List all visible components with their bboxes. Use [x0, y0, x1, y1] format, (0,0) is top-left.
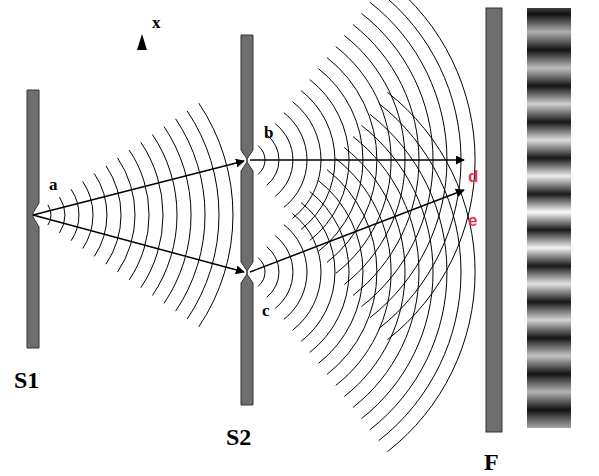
barrier-label: S2	[226, 425, 251, 449]
wavefront-arc	[275, 236, 293, 308]
wavefront-arc	[164, 127, 191, 304]
screen-f	[486, 8, 502, 432]
wavefront-arc	[344, 148, 405, 397]
screen-label: F	[484, 450, 499, 474]
slit-label: b	[264, 124, 273, 141]
wavefront-arc	[387, 92, 475, 451]
wavefront-arc	[362, 125, 434, 418]
wavefront-arc	[71, 189, 79, 240]
barrier-s1	[27, 90, 39, 348]
wavefront-arc	[94, 174, 107, 257]
wavefront-arc	[141, 142, 163, 287]
ray-c-e	[250, 190, 464, 272]
wavefront-arc	[387, 0, 475, 340]
wavefront-arc	[310, 192, 349, 353]
wavefront-arc	[379, 103, 461, 440]
wavefront-arc	[83, 181, 93, 248]
wavefront-arc	[284, 225, 307, 320]
barrier-label: S1	[14, 368, 39, 392]
wavefront-arc	[129, 150, 149, 280]
ray-a-c	[33, 215, 244, 272]
wavefront-arc	[336, 159, 391, 386]
wavefront-arc	[318, 181, 363, 364]
ray-b-d	[250, 159, 464, 161]
wavefront-arc	[176, 119, 205, 311]
wavefront-arc	[48, 205, 51, 225]
wavefront-arc	[353, 137, 419, 408]
interference-pattern	[527, 8, 571, 428]
wavefront-arc	[187, 111, 219, 319]
slit-label: c	[262, 302, 270, 319]
slit-label: a	[49, 176, 58, 193]
point-label: e	[468, 212, 477, 229]
ray-a-b	[33, 161, 244, 215]
barrier-s2	[241, 35, 253, 405]
rays	[33, 160, 464, 272]
x-axis-arrow	[137, 34, 147, 50]
wavefront-arc	[118, 158, 135, 272]
wavefront-arc	[327, 170, 377, 375]
wavefront-arc	[301, 203, 335, 342]
wavefront-arc	[106, 166, 121, 264]
wavefront-arc	[60, 197, 65, 233]
wavefronts	[48, 0, 475, 452]
wavefront-arc	[293, 214, 321, 331]
wavefront-arc	[152, 135, 177, 296]
pattern-shading	[527, 8, 571, 428]
wavefront-arc	[370, 114, 447, 429]
wavefront-arc	[199, 103, 233, 327]
axis-label: x	[152, 14, 161, 31]
wavefront-arc	[267, 247, 279, 297]
point-label: d	[468, 168, 478, 185]
wavefront-arc	[258, 258, 265, 286]
